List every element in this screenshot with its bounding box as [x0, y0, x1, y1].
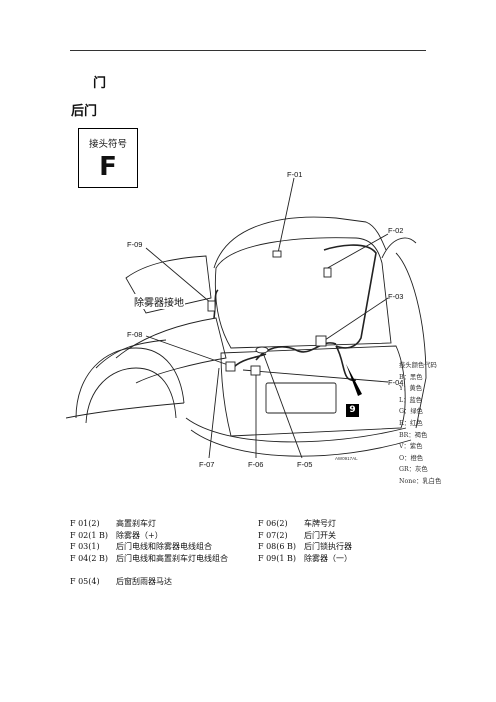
- plate-recess: [265, 382, 337, 414]
- connector-code: F 08(6 B): [258, 542, 297, 551]
- callout-f04: F-04: [388, 378, 404, 387]
- callout-f05: F-05: [297, 460, 313, 469]
- leader-f05: [261, 349, 303, 459]
- reference-badge: 9: [346, 404, 359, 417]
- list-item: F 03(1) 后门电线和除雾器电线组合: [70, 541, 228, 553]
- connector-desc: 车牌号灯: [304, 519, 336, 528]
- callout-f09: F-09: [127, 240, 143, 249]
- tailgate: [220, 345, 406, 437]
- callout-f02: F-02: [388, 226, 404, 235]
- list-item: F 01(2) 高置刹车灯: [70, 518, 228, 530]
- list-item: F 02(1 B) 除雾器（+）: [70, 530, 228, 542]
- callout-f01: F-01: [287, 170, 303, 179]
- connector-desc: 除雾器（一）: [304, 553, 352, 563]
- legend-item: Y：黄色: [399, 385, 423, 393]
- callout-f08: F-08: [127, 330, 143, 339]
- connector-symbol-caption: 接头符号: [88, 139, 127, 150]
- callout-f07: F-07: [199, 460, 215, 469]
- legend-item: None：乳白色: [399, 477, 442, 485]
- connector-desc: 后门电线和高置刹车灯电线组合: [116, 553, 228, 563]
- list-item: F 06(2) 车牌号灯: [258, 518, 352, 530]
- legend-item: G：绿色: [399, 408, 423, 416]
- rear-window: [214, 237, 392, 349]
- leader-f01: [277, 177, 295, 254]
- connector-code: F 07(2): [258, 530, 288, 540]
- connector-code: F 06(2): [258, 519, 288, 528]
- connector-desc: 后窗刮雨器马达: [116, 577, 172, 586]
- connector-desc: 后门锁执行器: [304, 542, 352, 551]
- legend-item: V：紫色: [399, 443, 423, 451]
- list-item: F 09(1 B) 除雾器（一）: [258, 553, 352, 565]
- color-legend-title: 接头颜色代码: [399, 362, 437, 369]
- badge-pointer: [346, 364, 362, 396]
- callout-f03: F-03: [388, 292, 404, 301]
- connector-code: F 09(1 B): [258, 553, 297, 563]
- connector-code: F 04(2 B): [70, 553, 109, 563]
- side-window: [125, 255, 212, 314]
- connector-code: F 03(1): [70, 542, 100, 551]
- connector-desc: 后门开关: [304, 530, 336, 540]
- connector-symbol-box: 接头符号 F: [78, 128, 138, 188]
- body-left: [115, 317, 227, 384]
- legend-item: B：黑色: [399, 373, 423, 381]
- legend-item: R：红色: [399, 419, 423, 427]
- connector-code: F 05(4): [70, 577, 100, 586]
- legend-item: L：蓝色: [399, 396, 423, 404]
- leader-f08: [145, 335, 232, 367]
- figure-code: AW0917AL: [335, 456, 358, 461]
- wheel-arch: [75, 347, 185, 419]
- bumper: [185, 417, 407, 443]
- section-title: 门: [93, 76, 107, 91]
- list-item: F 04(2 B) 后门电线和高置刹车灯电线组合: [70, 553, 228, 565]
- leader-f07: [208, 367, 220, 459]
- connector-symbol-letter: F: [99, 152, 117, 182]
- roof-outline: [213, 216, 387, 269]
- legend-item: GR：灰色: [399, 466, 428, 474]
- leader-f04: [242, 369, 389, 383]
- rear-door-wiring-diagram: [66, 177, 427, 459]
- section-subtitle: 后门: [71, 104, 98, 119]
- legend-item: O：橙色: [399, 454, 424, 462]
- list-item: F 08(6 B) 后门锁执行器: [258, 541, 352, 553]
- color-legend: 接头颜色代码 B：黑色 Y：黄色 L：蓝色 G：绿色 R：红色 BR：褐色 V：…: [399, 360, 441, 488]
- list-item: F 07(2) 后门开关: [258, 530, 352, 542]
- connector-extra: F 05(4) 后窗刮雨器马达: [70, 576, 172, 587]
- connector-desc: 高置刹车灯: [116, 519, 156, 528]
- connector-desc: 后门电线和除雾器电线组合: [116, 542, 212, 551]
- leader-f09: [145, 247, 212, 304]
- leader-f02: [323, 233, 389, 271]
- leader-f03: [321, 297, 389, 343]
- callout-f06: F-06: [248, 460, 264, 469]
- wiring-harness: [213, 244, 377, 381]
- body-right: [395, 252, 427, 429]
- connector-code: F 02(1 B): [70, 530, 109, 540]
- top-rule: [70, 50, 426, 51]
- connector-code: F 01(2): [70, 519, 100, 528]
- connector-list-left: F 01(2) 高置刹车灯 F 02(1 B) 除雾器（+） F 03(1) 后门电线…: [70, 518, 228, 564]
- connector-list-right: F 06(2)车牌号灯 F 07(2)后门开关 F 08(6 B)后门锁执行器 …: [258, 518, 352, 564]
- legend-item: BR：褐色: [399, 431, 428, 439]
- ground-label: 除雾器接地: [133, 294, 185, 309]
- connector-desc: 除雾器（+）: [116, 530, 163, 540]
